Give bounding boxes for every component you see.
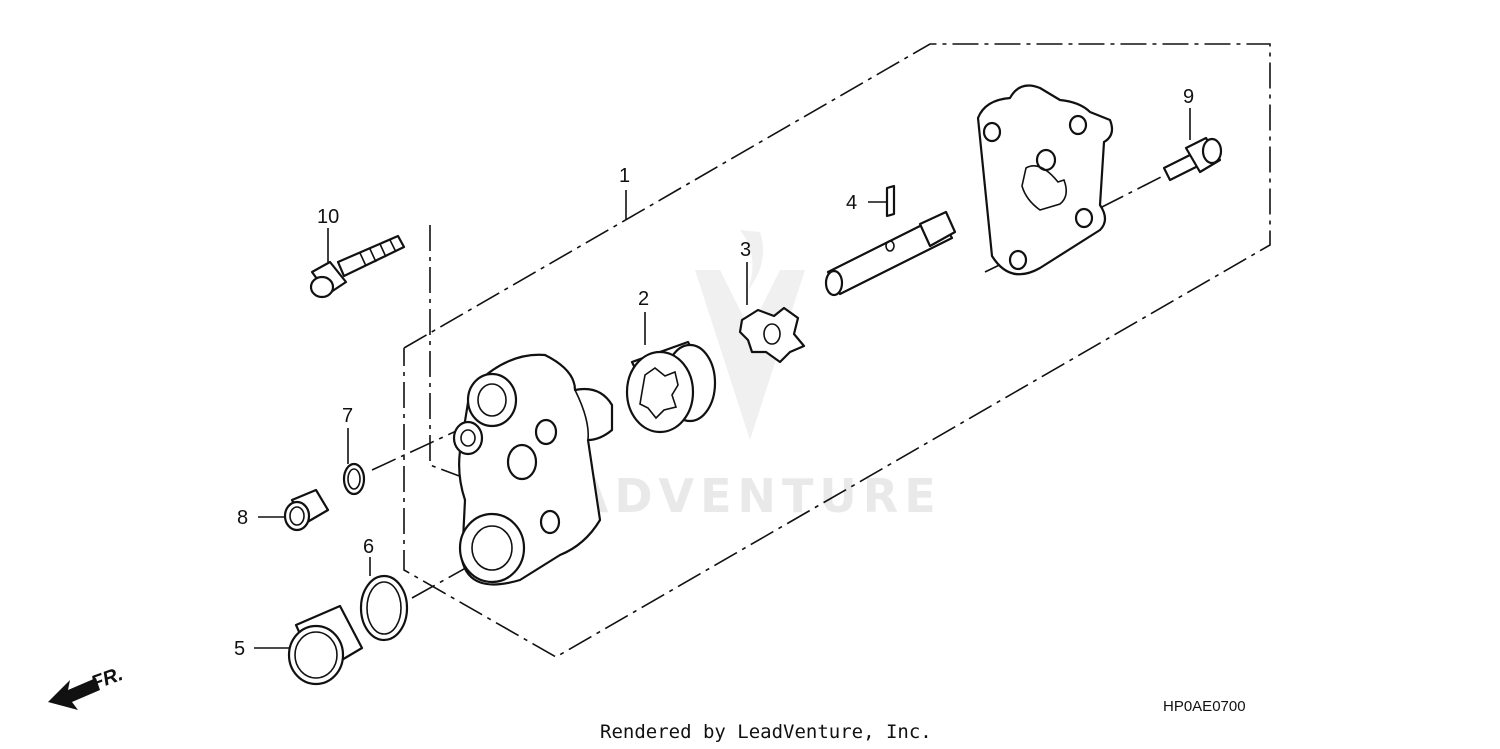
callout-2: 2 [638, 288, 649, 310]
callout-1: 1 [619, 165, 630, 187]
callout-9: 9 [1183, 86, 1194, 108]
small-dowel-collar [283, 488, 330, 532]
flange-bolt-short [1162, 136, 1223, 182]
large-dowel-collar [287, 604, 364, 686]
large-o-ring [359, 574, 409, 642]
callout-numbers: 1 2 3 4 5 6 7 8 9 10 [234, 86, 1194, 660]
callout-6: 6 [363, 536, 374, 558]
drive-pin [885, 184, 896, 218]
oil-pump-body [452, 353, 614, 586]
callout-4: 4 [846, 192, 857, 214]
pump-shaft [824, 210, 957, 297]
small-o-ring [342, 462, 366, 496]
front-direction-indicator: FR. [48, 663, 126, 710]
front-label: FR. [88, 663, 126, 695]
inner-rotor [738, 306, 806, 364]
diagram-code: HP0AE0700 [1163, 698, 1246, 715]
callout-5: 5 [234, 638, 245, 660]
render-credit: Rendered by LeadVenture, Inc. [600, 721, 932, 743]
flange-bolt-long [309, 234, 406, 299]
callout-leaders [254, 108, 1191, 649]
outer-rotor [625, 340, 717, 434]
callout-8: 8 [237, 507, 248, 529]
callout-10: 10 [317, 206, 339, 228]
front-arrow-icon [48, 678, 100, 710]
callout-3: 3 [740, 239, 751, 261]
assembly-outline [403, 43, 1271, 658]
pump-cover [976, 84, 1114, 276]
callout-7: 7 [342, 405, 353, 427]
